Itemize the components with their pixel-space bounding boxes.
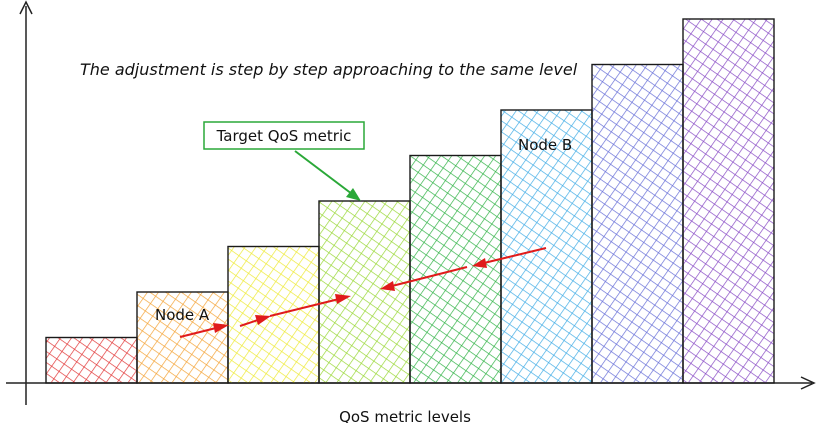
- caption: The adjustment is step by step approachi…: [80, 60, 578, 79]
- level-bar-6: [500, 109, 593, 384]
- target-label-box: [203, 121, 365, 150]
- arrow-b2-shaft: [391, 266, 468, 287]
- arrow-b1-head: [472, 258, 487, 268]
- arrow-a2-shaft: [239, 319, 259, 327]
- level-bar-7: [591, 63, 684, 384]
- node-a-label: Node A: [155, 306, 210, 324]
- x-axis-label: QoS metric levels: [339, 408, 471, 423]
- arrow-b1-shaft: [483, 247, 547, 264]
- level-bar-4: [318, 200, 411, 384]
- y-axis-arrowhead: [19, 0, 33, 15]
- target-callout: Target QoS metric: [203, 121, 365, 201]
- target-arrow-shaft: [294, 150, 353, 195]
- level-bar-2: [136, 291, 229, 384]
- target-arrowhead: [346, 188, 361, 201]
- x-axis-arrowhead: [800, 376, 816, 390]
- level-bar-8: [682, 18, 775, 384]
- arrow-b2-head: [380, 281, 395, 291]
- level-bar-1: [45, 336, 138, 384]
- arrow-a1-head: [213, 323, 229, 333]
- arrow-a3-shaft: [269, 298, 340, 317]
- node-b-label: Node B: [518, 136, 572, 154]
- arrow-a3-head: [335, 294, 351, 304]
- arrow-a1-shaft: [179, 327, 217, 338]
- target-label: Target QoS metric: [216, 127, 352, 145]
- arrow-a2-head: [255, 315, 271, 325]
- adjustment-arrows: [179, 247, 547, 338]
